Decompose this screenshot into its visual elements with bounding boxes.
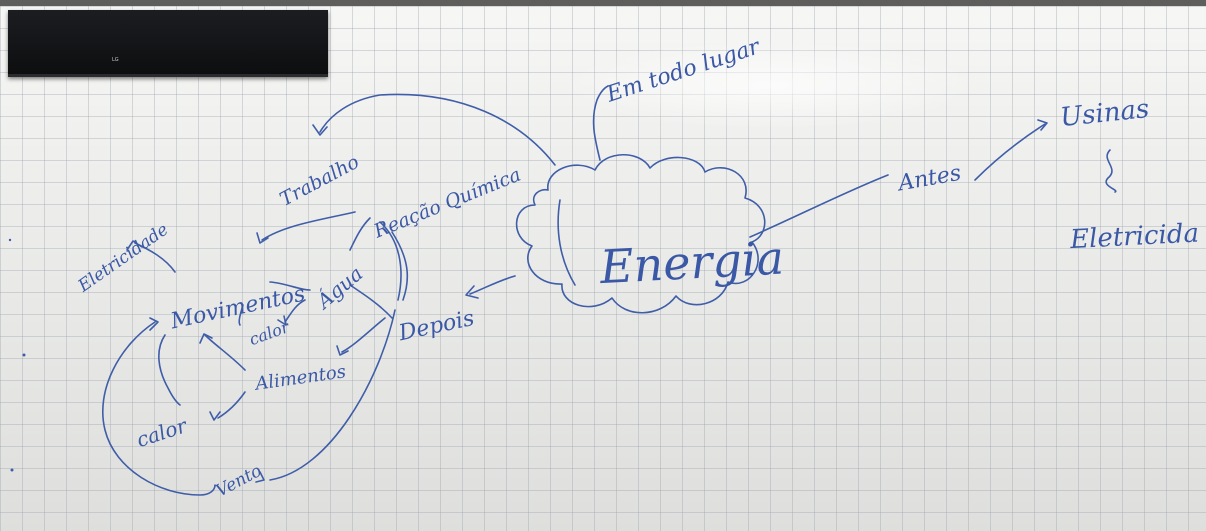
label-em-todo-lugar: Em todo lugar	[603, 34, 765, 108]
label-reacao-quimica: Reação Química	[370, 164, 524, 243]
label-antes: Antes	[894, 161, 963, 197]
link-trabalho	[319, 93, 556, 166]
link-top	[592, 85, 609, 161]
label-calor-outer: calor	[133, 413, 190, 452]
label-vento: Vento	[213, 461, 265, 502]
label-depois: Depois	[396, 306, 477, 347]
link-depois	[469, 275, 516, 295]
label-trabalho: Trabalho	[276, 151, 363, 211]
light-glare	[560, 40, 980, 130]
label-usinas: Usinas	[1059, 94, 1151, 133]
label-eletricidade-left: Eletricidade	[74, 220, 172, 297]
label-eletricidade-right: Eletricida	[1068, 218, 1199, 255]
label-agua: Água	[311, 261, 368, 314]
wall-tv	[8, 10, 328, 77]
label-energia: Energia	[598, 231, 786, 295]
energia-cloud	[515, 154, 766, 314]
label-calor-inner: calor	[247, 317, 293, 349]
label-alimentos: Alimentos	[252, 361, 347, 395]
tv-logo: LG	[112, 57, 119, 63]
link-antes	[749, 174, 889, 238]
